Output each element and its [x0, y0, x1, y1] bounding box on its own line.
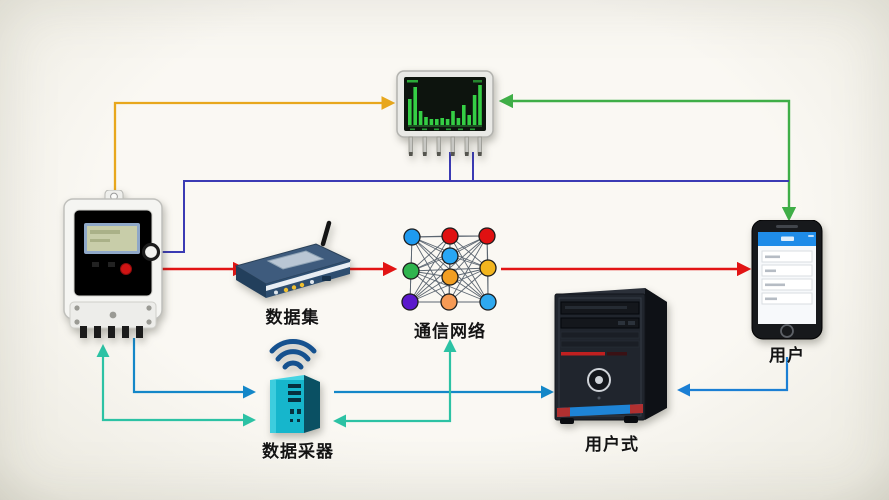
display-icon-row [410, 128, 475, 131]
phone-form-fields [761, 250, 813, 305]
wire-display-phone-bidirectional [498, 93, 797, 222]
wifi-icon [269, 339, 317, 370]
pc-feet [560, 416, 638, 424]
network-node [401, 293, 419, 311]
pc-tower [554, 288, 667, 424]
meter-lcd-digits-2 [90, 239, 110, 242]
router [234, 220, 352, 298]
router-label: 数据集 [265, 308, 320, 327]
network-edge [410, 235, 451, 272]
collector-label: 数据采器 [262, 442, 334, 461]
phone-header-menu [808, 235, 814, 237]
display-pins [408, 136, 482, 156]
router-front-stripe [266, 262, 350, 291]
network-edge [409, 235, 451, 303]
wire-meter-to-collector [132, 338, 256, 399]
collector-slots [288, 384, 301, 422]
phone [751, 220, 823, 340]
display-legend [407, 80, 418, 83]
network-label: 通信网络 [414, 322, 486, 341]
pc-logo [587, 368, 611, 392]
network-nodes [401, 227, 497, 311]
network-node [440, 293, 458, 311]
pc-drive-bays [560, 301, 640, 329]
display-chart-bar [429, 119, 434, 125]
smart-meter [63, 190, 163, 338]
network-edge [411, 236, 450, 303]
phone-label: 用户 [769, 346, 805, 365]
meter-red-button [120, 263, 132, 275]
network-node [479, 293, 497, 311]
wire-network-collector-bidirectional [333, 339, 457, 428]
network-node [441, 247, 459, 265]
meter-lcd-digits [90, 230, 120, 234]
display-chart-bar [418, 111, 423, 125]
pc-blue-stripe [557, 404, 643, 417]
wire-phone-to-pc [677, 357, 789, 397]
pc-red-accent [561, 352, 627, 356]
wire-collector-meter-bidirectional [96, 344, 256, 427]
pc-label: 用户式 [585, 435, 639, 454]
network-node [479, 259, 497, 277]
display-chart-bar [413, 87, 417, 125]
display-chart-bar [456, 118, 461, 125]
network-node [402, 262, 420, 280]
display-chart-bar [424, 117, 428, 125]
network-node [441, 268, 459, 286]
display-chart-bar [440, 118, 444, 125]
meter-indicator-1 [92, 262, 99, 267]
display-chart-bar [451, 111, 455, 125]
phone-header-title [781, 236, 794, 241]
communication-network [401, 227, 497, 311]
display-legend-right [473, 80, 482, 83]
router-top-screen [266, 250, 325, 270]
display-chart-bar [408, 99, 412, 125]
network-edge [411, 236, 451, 278]
phone-speaker [776, 225, 798, 228]
network-edge [449, 255, 489, 303]
wire-meter-display-bus [159, 180, 789, 253]
phone-home-button [780, 324, 794, 338]
collector-side [304, 375, 320, 433]
network-edge [449, 235, 488, 278]
display-chart-bar [435, 119, 439, 125]
pc-bezel [558, 297, 642, 417]
pc-vents [560, 331, 640, 348]
router-antenna [320, 220, 332, 247]
display-chart-bar [478, 85, 482, 125]
display-chart-bar [467, 115, 471, 125]
meter-lcd [87, 226, 137, 251]
network-node [403, 228, 421, 246]
meter-indicator-2 [108, 262, 115, 267]
pc-power-led [597, 396, 601, 400]
display-bar-chart [408, 85, 482, 125]
display-panel [396, 70, 494, 156]
display-chart-bar [462, 105, 466, 125]
display-chart-bar [445, 119, 450, 125]
meter-terminals [80, 326, 143, 338]
meter-seal-dial [141, 242, 161, 262]
data-collector [269, 339, 320, 433]
pc-side [645, 288, 667, 420]
phone-screen [758, 232, 816, 324]
network-node [478, 227, 496, 245]
display-chart-bar [472, 95, 477, 125]
network-node [441, 227, 459, 245]
router-port [322, 276, 331, 281]
router-leds [274, 280, 314, 295]
meter-screws [74, 305, 152, 325]
collector-highlight [270, 380, 276, 433]
wire-meter-to-display [113, 96, 396, 196]
